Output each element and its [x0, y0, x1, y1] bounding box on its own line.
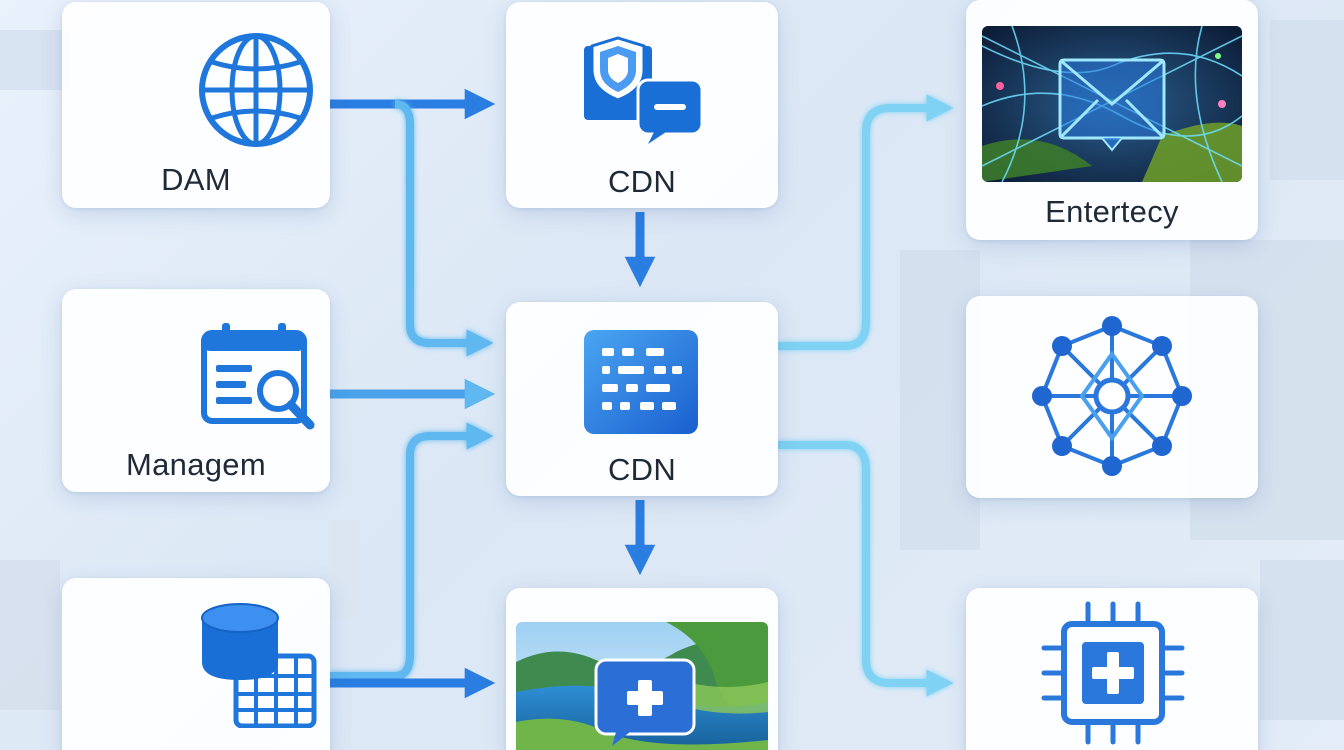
data-grid-icon: [584, 330, 698, 434]
node-dam-label: DAM: [161, 162, 231, 197]
landscape-image: [516, 622, 768, 750]
edge-storage-to-cdn-mid: [330, 422, 494, 680]
globe-icon: [199, 33, 313, 147]
edge-cdn-mid-to-chip: [778, 441, 954, 697]
database-table-icon: [201, 603, 317, 728]
network-mail-icon: [982, 26, 1242, 182]
node-entertecy-label: Entertecy: [1045, 194, 1179, 229]
node-network[interactable]: [966, 296, 1258, 498]
calendar-search-icon: [201, 323, 315, 430]
chip-add-icon: [1041, 601, 1185, 745]
node-managem-label: Managem: [126, 447, 266, 482]
node-managem[interactable]: Managem: [62, 289, 330, 492]
node-cdn-top-label: CDN: [607, 164, 677, 199]
edge-dam-to-cdn-mid: [394, 100, 494, 357]
node-entertecy[interactable]: Entertecy: [966, 0, 1258, 240]
edge-cdn-mid-to-entertecy: [778, 94, 954, 350]
network-hub-icon: [1032, 316, 1192, 476]
node-cdn-mid-label: CDN: [607, 452, 677, 487]
landscape-add-icon: [516, 622, 768, 750]
node-storage[interactable]: [62, 578, 330, 750]
node-dam[interactable]: DAM: [62, 2, 330, 208]
node-media[interactable]: [506, 588, 778, 750]
node-cdn-mid[interactable]: CDN: [506, 302, 778, 496]
node-cdn-top[interactable]: CDN: [506, 2, 778, 208]
node-chip[interactable]: [966, 588, 1258, 750]
shield-chat-icon: [584, 36, 704, 144]
network-mail-image: [982, 26, 1242, 182]
